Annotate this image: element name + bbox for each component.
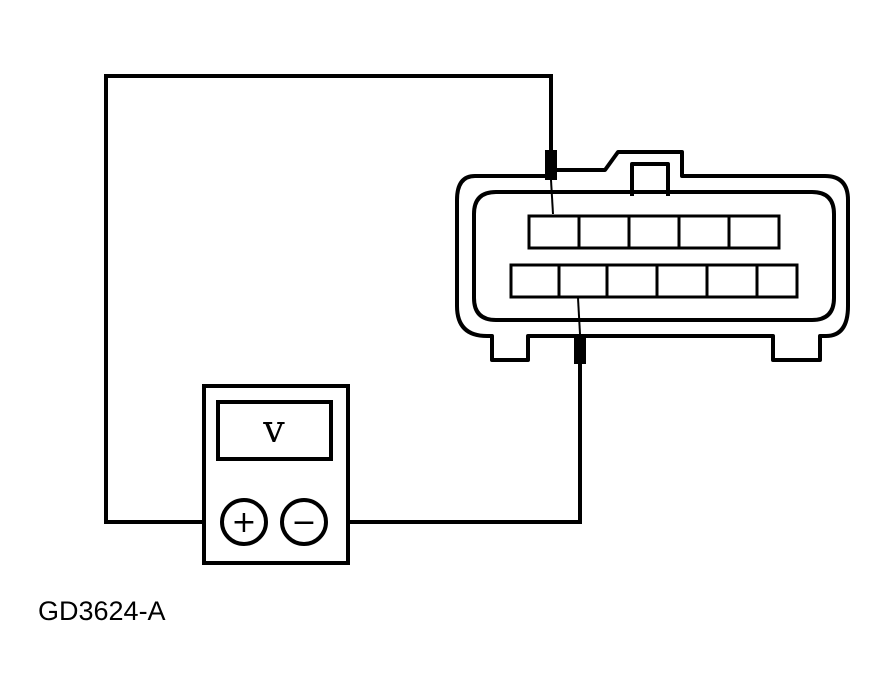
terminal-cavity — [727, 214, 781, 250]
terminal-cavity — [577, 214, 631, 250]
positive-terminal — [220, 498, 268, 546]
voltmeter-display — [216, 400, 333, 461]
negative-terminal-symbol: − — [291, 505, 316, 540]
terminal-cavity — [755, 263, 799, 299]
figure-id: GD3624-A — [38, 596, 166, 626]
voltmeter-display-symbol: v — [262, 407, 285, 451]
terminal-cavity — [677, 214, 731, 250]
terminal-cavity — [605, 263, 659, 299]
terminal-row-top — [527, 214, 781, 250]
positive-probe-tip — [550, 179, 554, 215]
terminal-row-bottom — [509, 263, 799, 299]
positive-lead — [104, 74, 557, 524]
negative-probe-handle — [574, 334, 586, 364]
terminal-cavity — [557, 263, 609, 299]
positive-probe-handle — [545, 150, 557, 180]
negative-lead-wire — [326, 364, 582, 524]
connector-key-tab — [630, 162, 670, 196]
terminal-cavity — [705, 263, 759, 299]
positive-terminal-symbol: + — [231, 505, 256, 540]
terminal-cavity — [655, 263, 709, 299]
terminal-cavity — [509, 263, 561, 299]
terminal-cavity — [527, 214, 581, 250]
connector-outer-housing — [455, 150, 850, 362]
negative-terminal — [280, 498, 328, 546]
positive-lead-wire — [104, 74, 553, 524]
connector-inner-housing — [472, 190, 836, 322]
negative-probe-tip — [577, 297, 581, 335]
connector — [455, 150, 850, 362]
terminal-cavity — [627, 214, 681, 250]
voltmeter: v + − — [202, 384, 350, 565]
negative-lead — [326, 297, 586, 524]
